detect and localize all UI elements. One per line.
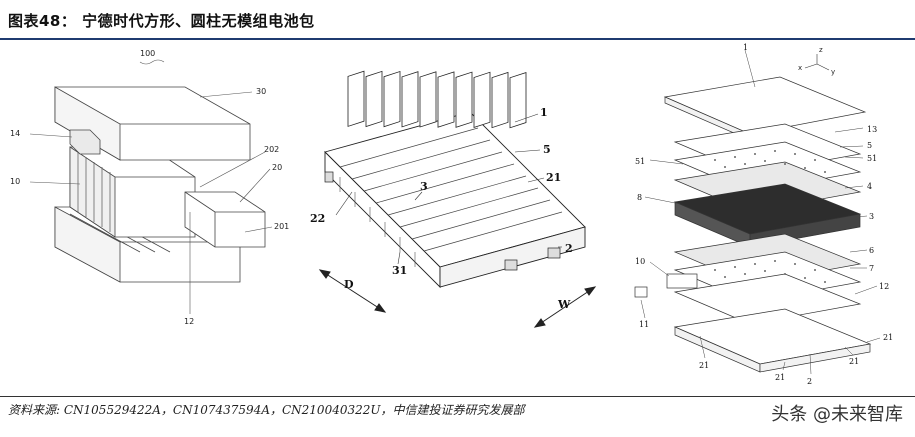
label-21-c: 21 bbox=[849, 357, 859, 366]
label-14: 14 bbox=[10, 129, 20, 138]
label-21-b: 21 bbox=[775, 373, 785, 382]
label-10: 10 bbox=[635, 257, 645, 266]
label-8: 8 bbox=[637, 193, 642, 202]
label-7: 7 bbox=[869, 264, 874, 273]
label-201: 201 bbox=[274, 222, 289, 231]
label-202: 202 bbox=[264, 145, 279, 154]
label-4: 4 bbox=[867, 182, 872, 191]
left-diagram-svg: 100 30 14 202 20 10 201 12 bbox=[10, 49, 289, 326]
source-note: 资料来源: CN105529422A，CN107437594A，CN210040… bbox=[8, 403, 525, 417]
label-31: 31 bbox=[392, 264, 407, 277]
label-21-a: 21 bbox=[699, 361, 709, 370]
label-11: 11 bbox=[639, 320, 649, 329]
label-20: 20 bbox=[272, 163, 282, 172]
footer-rule bbox=[0, 396, 915, 397]
watermark-text: 头条 @未来智库 bbox=[771, 404, 903, 425]
label-5: 5 bbox=[543, 143, 551, 156]
label-3: 3 bbox=[420, 180, 428, 193]
label-12: 12 bbox=[879, 282, 889, 291]
right-diagram-svg: z x y bbox=[634, 43, 893, 386]
label-10: 10 bbox=[10, 177, 20, 186]
title-bar: 图表48： 宁德时代方形、圆柱无模组电池包 bbox=[0, 0, 915, 38]
label-21-d: 21 bbox=[883, 333, 893, 342]
axis-z: z bbox=[819, 46, 823, 54]
label-6: 6 bbox=[869, 246, 874, 255]
label-2: 2 bbox=[565, 242, 573, 255]
label-5: 5 bbox=[867, 141, 872, 150]
axis-y: y bbox=[831, 68, 835, 76]
left-patent-diagram: 100 30 14 202 20 10 201 12 bbox=[0, 42, 300, 392]
figure-title: 图表48： 宁德时代方形、圆柱无模组电池包 bbox=[8, 12, 315, 30]
label-51-right: 51 bbox=[867, 154, 877, 163]
label-3: 3 bbox=[869, 212, 874, 221]
label-51-left: 51 bbox=[635, 157, 645, 166]
label-12: 12 bbox=[184, 317, 194, 326]
label-13: 13 bbox=[867, 125, 877, 134]
label-30: 30 bbox=[256, 87, 266, 96]
middle-patent-diagram: 1 5 21 3 22 31 2 D W bbox=[300, 42, 605, 392]
right-patent-diagram: z x y bbox=[605, 42, 915, 392]
label-100: 100 bbox=[140, 49, 155, 58]
label-W: W bbox=[557, 298, 571, 311]
label-1: 1 bbox=[743, 43, 748, 52]
axis-x: x bbox=[798, 64, 802, 72]
label-1: 1 bbox=[540, 106, 548, 119]
label-2: 2 bbox=[807, 377, 812, 386]
title-rule bbox=[0, 38, 915, 40]
label-21: 21 bbox=[546, 171, 561, 184]
label-22: 22 bbox=[310, 212, 325, 225]
middle-diagram-svg: 1 5 21 3 22 31 2 D W bbox=[310, 70, 597, 328]
label-D: D bbox=[344, 278, 354, 291]
